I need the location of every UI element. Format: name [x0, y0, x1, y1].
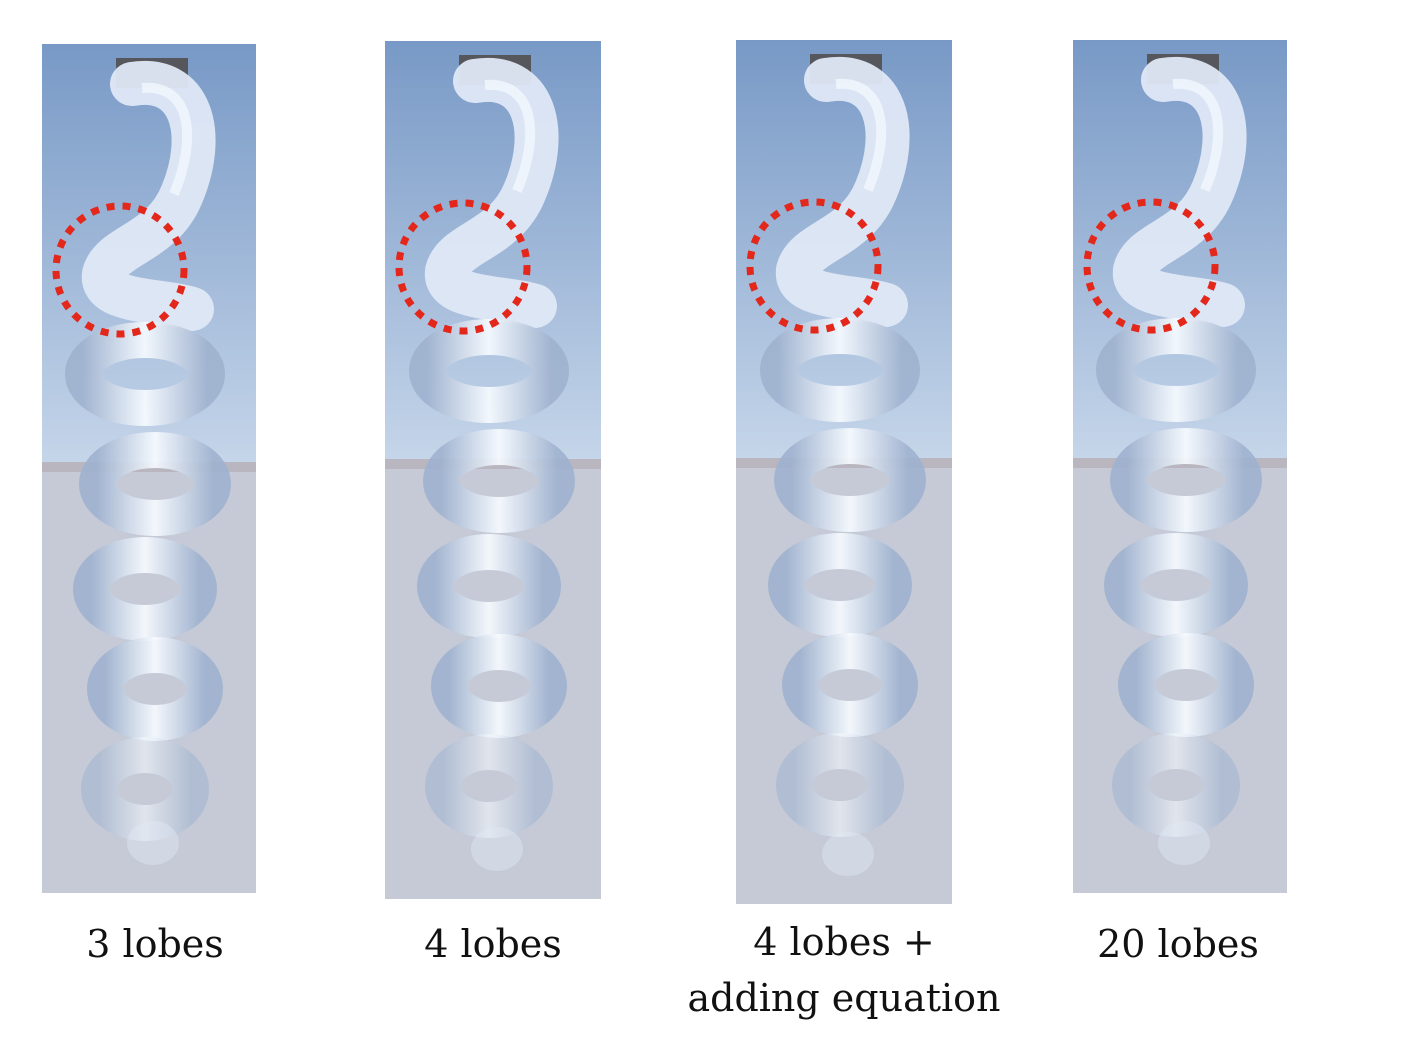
hair-render [1073, 40, 1287, 893]
hair-tail [1158, 821, 1210, 865]
hair-coil [425, 734, 553, 838]
hair-highlight [484, 79, 536, 193]
highlight-circle [395, 199, 531, 335]
hair-coil [1112, 733, 1240, 837]
hair-tail [822, 832, 874, 876]
caption-line: 4 lobes [424, 922, 562, 966]
render-panel-20-lobes [1073, 40, 1287, 893]
hair-highlight [835, 78, 887, 192]
caption-20-lobes: 20 lobes [998, 916, 1358, 972]
hair-render [385, 41, 601, 899]
render-panel-3-lobes [42, 44, 256, 893]
highlight-circle [746, 198, 882, 334]
highlight-circle [1083, 198, 1219, 334]
hair-coil [782, 633, 918, 737]
hair-coil [774, 428, 926, 532]
hair-highlight [1172, 78, 1224, 192]
hair-coil [768, 533, 912, 637]
hair-coil [1096, 318, 1256, 422]
hair-render [42, 44, 256, 893]
caption-4-lobes: 4 lobes [313, 916, 673, 972]
hair-coil [1104, 533, 1248, 637]
render-panel-4-lobes [385, 41, 601, 899]
hair-coil [760, 318, 920, 422]
hair-coil [81, 737, 209, 841]
hair-coil [1118, 633, 1254, 737]
caption-line: 3 lobes [86, 922, 224, 966]
caption-4-lobes-adding-equation: 4 lobes + adding equation [664, 914, 1024, 1026]
hair-coil [423, 429, 575, 533]
hair-tail [471, 827, 523, 871]
hair-coil [409, 319, 569, 423]
hair-coil [776, 733, 904, 837]
caption-line: 20 lobes [1097, 922, 1259, 966]
hair-coil [73, 537, 217, 641]
hair-coil [1110, 428, 1262, 532]
hair-coil [431, 634, 567, 738]
hair-coil [417, 534, 561, 638]
caption-line: adding equation [687, 976, 1001, 1020]
hair-coil [79, 432, 231, 536]
render-panel-4-lobes-adding-equation [736, 40, 952, 904]
caption-3-lobes: 3 lobes [0, 916, 335, 972]
hair-render [736, 40, 952, 904]
hair-coil [87, 637, 223, 741]
hair-tail [127, 821, 179, 865]
highlight-circle [52, 202, 188, 338]
caption-line: 4 lobes + [753, 920, 935, 964]
hair-highlight [141, 82, 193, 196]
hair-coil [65, 322, 225, 426]
